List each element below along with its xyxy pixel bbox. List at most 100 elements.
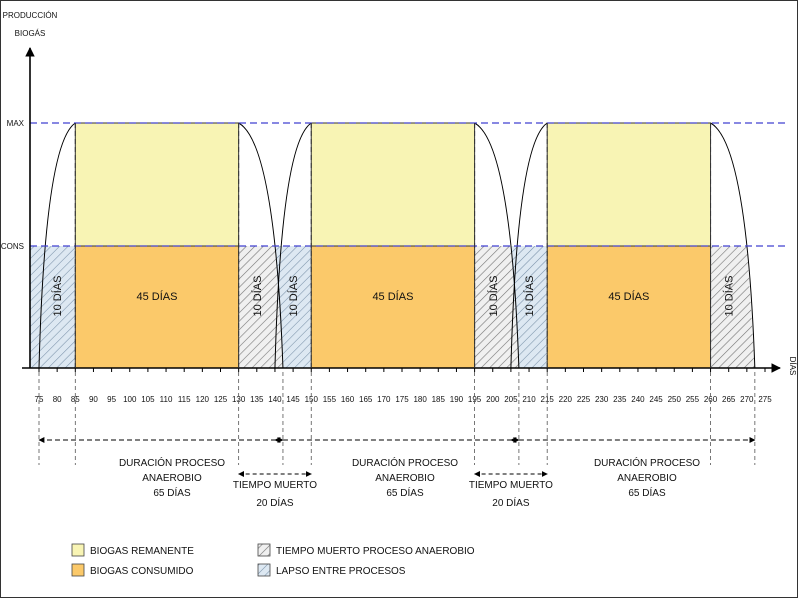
x-tick-label: 120 [196,395,210,404]
duration-text-3-1: DURACIÓN PROCESO [594,456,700,469]
legend: BIOGAS REMANENTE BIOGAS CONSUMIDO TIEMPO… [71,543,475,577]
duration-arrows [38,437,756,477]
process-blocks: 45 DÍAS 45 DÍAS 45 DÍAS 10 DÍAS 10 DÍAS 10 DÍ… [51,122,736,369]
x-tick-label: 275 [758,395,772,404]
x-tick-label: 210 [522,395,536,404]
x-tick-label: 100 [123,395,137,404]
biogas-remanente-block-1 [74,122,240,247]
y-label-cons: CONS [1,242,24,251]
y-axis-title-line2: BIOGÁS [15,29,46,38]
x-tick-label: 270 [740,395,754,404]
duration-text-2-3: 65 DÍAS [386,486,424,499]
fall-curve-2 [474,122,520,369]
legend-swatch-muerto [257,543,271,557]
dead-time-text-2-2: 20 DÍAS [492,496,530,509]
rise-curve-1 [38,122,76,369]
dead-time-text-1-1: TIEMPO MUERTO [233,480,317,491]
rise-curve-2 [274,122,312,369]
ramp-label-1: 10 DÍAS [51,276,64,317]
x-tick-label: 245 [649,395,663,404]
y-axis-title-line1: PRODUCCIÓN [3,11,58,20]
x-tick-label: 75 [35,395,44,404]
lapso-area-3 [510,246,548,368]
dead-time-text-1-2: 20 DÍAS [256,496,294,509]
x-axis-title: DÍAS [788,357,797,376]
x-tick-label: 205 [504,395,518,404]
lapso-area-2 [274,246,312,368]
duration-text-2-2: ANAEROBIO [375,473,435,484]
x-tick-label: 110 [160,395,173,404]
reference-lines [30,122,785,247]
duration-text-2-1: DURACIÓN PROCESO [352,456,458,469]
legend-swatch-consumido [71,563,85,577]
x-tick-label: 185 [432,395,446,404]
dead-time-area-1 [238,246,283,368]
dead-time-area-2 [474,246,519,368]
x-tick-label: 165 [359,395,373,404]
x-tick-label: 170 [377,395,391,404]
production-curves [38,122,756,369]
fall-curve-1 [238,122,284,369]
biogas-consumido-block-2 [310,245,476,369]
guide-lines [38,123,756,465]
fall-curve-3 [710,122,756,369]
ramp-label-5: 10 DÍAS [523,276,536,317]
x-tick-label: 240 [631,395,645,404]
x-tick-label: 160 [341,395,355,404]
x-tick-label: 255 [686,395,700,404]
ramp-label-3: 10 DÍAS [287,276,300,317]
duration-text-1-2: ANAEROBIO [142,473,202,484]
x-tick-label: 125 [214,395,228,404]
dead-time-area-3 [710,246,755,368]
x-tick-label: 180 [413,395,427,404]
legend-label-lapso: LAPSO ENTRE PROCESOS [276,566,406,577]
x-tick-label: 230 [595,395,609,404]
x-tick-label: 135 [250,395,264,404]
x-tick-label: 90 [89,395,98,404]
ramp-label-6: 10 DÍAS [723,276,736,317]
biogas-remanente-block-3 [546,122,712,247]
x-tick-label: 235 [613,395,627,404]
biogas-consumido-block-3 [546,245,712,369]
legend-label-consumido: BIOGAS CONSUMIDO [90,566,194,577]
process-label-3: 45 DÍAS [608,290,649,303]
duration-text-3-3: 65 DÍAS [628,486,666,499]
y-label-max: MAX [7,119,25,128]
x-tick-label: 260 [704,395,718,404]
lapso-areas [30,246,548,368]
duration-labels: DURACIÓN PROCESO ANAEROBIO 65 DÍAS DURACIÓN… [119,456,700,509]
dead-time-text-2-1: TIEMPO MUERTO [469,480,553,491]
biogas-consumido-block-1 [74,245,240,369]
x-tick-label: 80 [53,395,62,404]
x-tick-label: 215 [541,395,555,404]
legend-swatch-remanente [71,543,85,557]
legend-label-muerto: TIEMPO MUERTO PROCESO ANAEROBIO [276,546,475,557]
x-tick-label: 85 [71,395,80,404]
dead-time-areas [238,246,755,368]
x-tick-label: 190 [450,395,464,404]
x-tick-label: 95 [107,395,116,404]
duration-text-3-2: ANAEROBIO [617,473,677,484]
ramp-label-4: 10 DÍAS [487,276,500,317]
ramp-label-2: 10 DÍAS [251,276,264,317]
process-label-1: 45 DÍAS [136,290,177,303]
x-tick-label: 145 [286,395,300,404]
x-tick-label: 220 [559,395,573,404]
x-tick-label: 115 [178,395,191,404]
x-tick-label: 200 [486,395,500,404]
x-tick-label: 105 [141,395,155,404]
lapso-area-0 [30,246,39,368]
process-label-2: 45 DÍAS [372,290,413,303]
x-tick-label: 155 [323,395,337,404]
duration-text-1-1: DURACIÓN PROCESO [119,456,225,469]
x-tick-label: 225 [577,395,591,404]
biogas-remanente-block-2 [310,122,476,247]
duration-text-1-3: 65 DÍAS [153,486,191,499]
legend-swatch-lapso [257,563,271,577]
lapso-area-1 [39,246,76,368]
legend-label-remanente: BIOGAS REMANENTE [90,546,194,557]
x-tick-label: 140 [268,395,282,404]
